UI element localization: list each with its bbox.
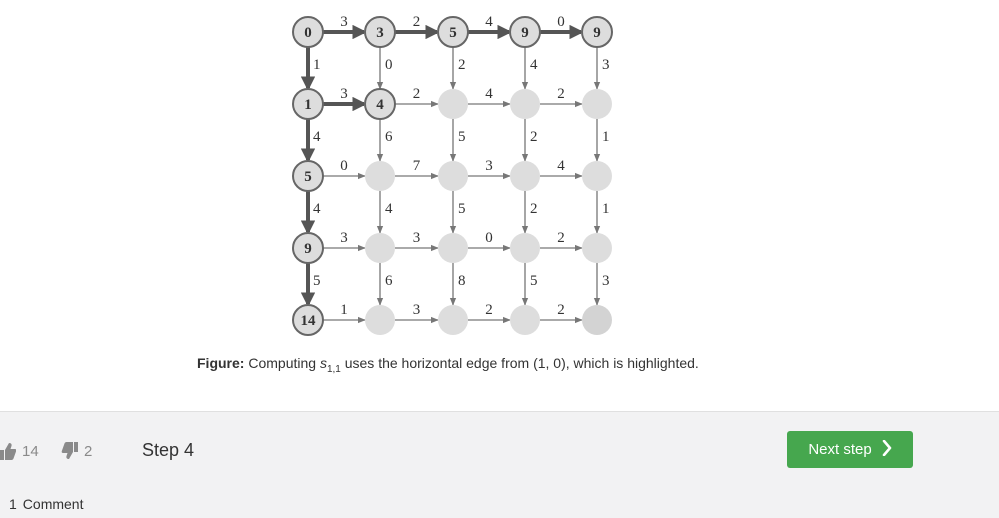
weight-v-1-4: 1 [602, 129, 610, 145]
weight-h-4-3: 2 [557, 302, 565, 318]
next-step-button[interactable]: Next step [787, 431, 913, 468]
grid-node-4-3 [510, 305, 540, 335]
node-value-0-1: 3 [376, 25, 384, 41]
weight-h-2-2: 3 [485, 158, 493, 174]
grid-node-4-2 [438, 305, 468, 335]
chevron-right-icon [882, 439, 892, 460]
caption-prefix: Figure: [197, 355, 245, 371]
like-button[interactable]: 14 [0, 442, 39, 460]
grid-node-0-3 [509, 16, 541, 48]
node-value-0-4: 9 [593, 25, 601, 41]
grid-node-1-1 [364, 88, 396, 120]
node-value-0-3: 9 [521, 25, 529, 41]
caption-text-after: uses the horizontal edge from (1, 0), wh… [340, 355, 699, 371]
step-label: Step 4 [142, 440, 195, 460]
weight-v-1-3: 2 [530, 129, 538, 145]
weight-h-2-1: 7 [413, 158, 421, 174]
weight-v-2-1: 4 [385, 201, 393, 217]
weight-h-2-0: 0 [340, 158, 348, 174]
weight-v-1-0: 4 [313, 129, 321, 145]
grid-node-3-2 [438, 233, 468, 263]
grid-node-3-3 [510, 233, 540, 263]
grid-node-3-4 [582, 233, 612, 263]
grid-node-3-1 [365, 233, 395, 263]
weight-h-1-2: 4 [485, 86, 493, 102]
node-value-4-0: 14 [301, 313, 317, 329]
grid-node-1-4 [582, 89, 612, 119]
weight-h-1-0: 3 [340, 86, 348, 102]
comment-label: Comment [22, 496, 84, 512]
node-value-0-2: 5 [449, 25, 457, 41]
grid-node-4-0 [292, 304, 324, 336]
weight-h-1-1: 2 [413, 86, 421, 102]
figure-caption: Figure: Computing s1,1 uses the horizont… [197, 355, 699, 375]
grid-node-3-0 [292, 232, 324, 264]
weight-v-3-0: 5 [313, 273, 321, 289]
grid-node-1-2 [438, 89, 468, 119]
weight-h-4-0: 1 [340, 302, 348, 318]
like-count: 14 [22, 442, 39, 460]
dislike-button[interactable]: 2 [60, 442, 92, 460]
node-value-1-1: 4 [376, 97, 384, 113]
node-value-1-0: 1 [304, 97, 312, 113]
weight-h-3-2: 0 [485, 230, 493, 246]
grid-node-0-0 [292, 16, 324, 48]
grid-node-2-3 [510, 161, 540, 191]
weight-v-2-3: 2 [530, 201, 538, 217]
weight-v-3-2: 8 [458, 273, 466, 289]
weight-v-3-4: 3 [602, 273, 610, 289]
dislike-count: 2 [84, 442, 93, 460]
weight-h-0-1: 2 [413, 14, 421, 30]
node-value-3-0: 9 [304, 241, 312, 257]
next-step-label: Next step [808, 441, 872, 458]
weight-h-4-2: 2 [485, 302, 493, 318]
grid-node-2-4 [582, 161, 612, 191]
weight-v-0-4: 3 [602, 57, 610, 73]
weight-v-0-2: 2 [458, 57, 466, 73]
weight-v-2-2: 5 [458, 201, 466, 217]
weight-v-3-3: 5 [530, 273, 538, 289]
comments-link[interactable]: 1 Comment [9, 496, 83, 512]
grid-node-4-1 [365, 305, 395, 335]
weight-h-3-3: 2 [557, 230, 565, 246]
grid-node-1-3 [510, 89, 540, 119]
thumbs-up-icon [0, 442, 16, 460]
grid-node-0-1 [364, 16, 396, 48]
weight-v-2-0: 4 [313, 201, 321, 217]
weight-h-0-0: 3 [340, 14, 348, 30]
node-value-0-0: 0 [304, 25, 312, 41]
step-footer: 14 2 Step 4 Next step 1 Comment [0, 411, 999, 518]
caption-subscript: 1,1 [326, 363, 341, 375]
weight-v-3-1: 6 [385, 273, 393, 289]
weight-v-0-0: 1 [313, 57, 321, 73]
weight-h-2-3: 4 [557, 158, 565, 174]
thumbs-down-icon [60, 442, 78, 460]
weight-v-2-4: 1 [602, 201, 610, 217]
weight-h-4-1: 3 [413, 302, 421, 318]
node-value-2-0: 5 [304, 169, 312, 185]
grid-node-2-2 [438, 161, 468, 191]
grid-node-2-0 [292, 160, 324, 192]
weight-h-3-1: 3 [413, 230, 421, 246]
weight-h-1-3: 2 [557, 86, 565, 102]
grid-node-0-2 [437, 16, 469, 48]
grid-node-2-1 [365, 161, 395, 191]
caption-symbol: s [319, 355, 327, 371]
grid-node-1-0 [292, 88, 324, 120]
weight-v-1-2: 5 [458, 129, 466, 145]
grid-node-4-4 [582, 305, 612, 335]
caption-text-before: Computing [244, 355, 320, 371]
weight-v-0-3: 4 [530, 57, 538, 73]
weight-v-1-1: 6 [385, 129, 393, 145]
weight-h-3-0: 3 [340, 230, 348, 246]
weight-v-0-1: 0 [385, 57, 393, 73]
weight-h-0-2: 4 [485, 14, 493, 30]
grid-node-0-4 [581, 16, 613, 48]
comment-count: 1 [9, 496, 17, 512]
weight-h-0-3: 0 [557, 14, 565, 30]
